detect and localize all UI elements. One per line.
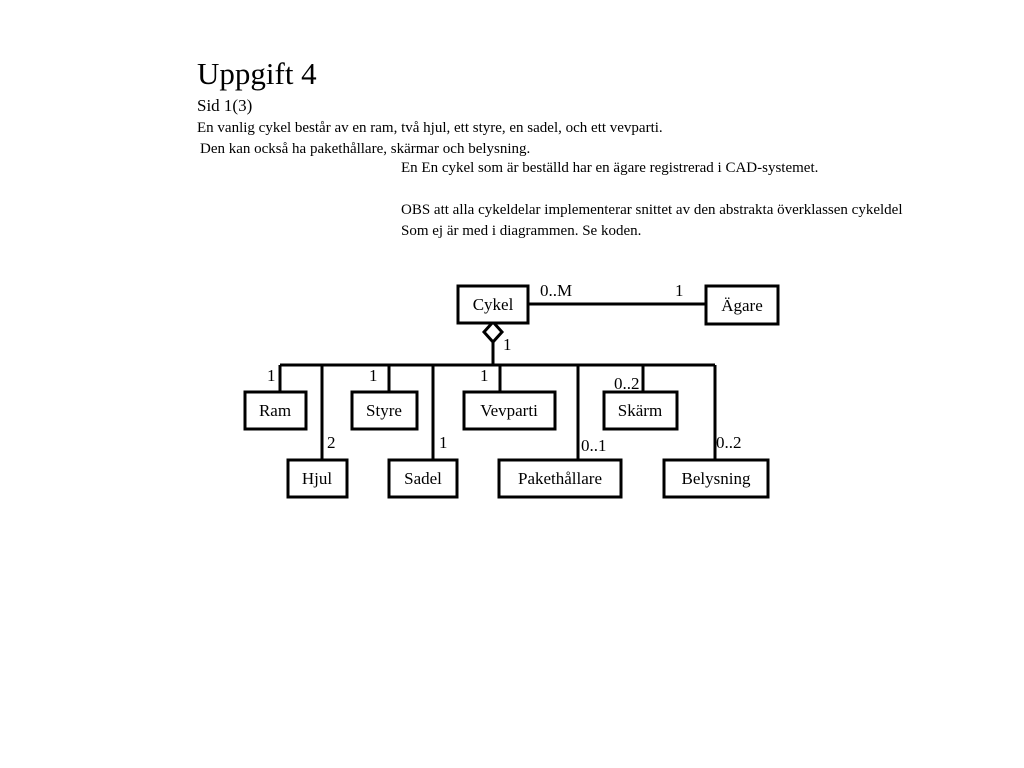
class-name-styre: Styre <box>366 401 402 420</box>
multiplicity-whole-end: 1 <box>503 335 512 354</box>
multiplicity-cykel-end: 0..M <box>540 281 572 300</box>
slide-subtitle: Sid 1(3) <box>197 96 253 115</box>
slide-title: Uppgift 4 <box>197 56 317 91</box>
class-box-skarm: Skärm <box>602 390 679 431</box>
class-name-sadel: Sadel <box>404 469 442 488</box>
note-line-1: En En cykel som är beställd har en ägare… <box>401 160 819 176</box>
class-name-hjul: Hjul <box>302 469 333 488</box>
class-name-skarm: Skärm <box>618 401 662 420</box>
multiplicity-skarm: 0..2 <box>614 374 640 393</box>
class-name-vevparti: Vevparti <box>480 401 538 420</box>
multiplicity-sadel: 1 <box>439 433 448 452</box>
description-line-1: En vanlig cykel består av en ram, två hj… <box>197 120 663 136</box>
class-box-vevparti: Vevparti <box>462 390 557 431</box>
class-box-agare: Ägare <box>704 284 780 326</box>
multiplicity-vevparti: 1 <box>480 366 489 385</box>
multiplicity-styre: 1 <box>369 366 378 385</box>
class-box-hjul: Hjul <box>286 458 349 499</box>
multiplicity-ram: 1 <box>267 366 276 385</box>
class-name-ram: Ram <box>259 401 291 420</box>
multiplicity-pakethallare: 0..1 <box>581 436 607 455</box>
aggregation-diamond-icon <box>481 319 505 345</box>
multiplicity-belysning: 0..2 <box>716 433 742 452</box>
class-name-agare: Ägare <box>721 296 763 315</box>
class-box-pakethallare: Pakethållare <box>497 458 623 499</box>
description-line-2: Den kan också ha pakethållare, skärmar o… <box>200 141 531 157</box>
class-box-ram: Ram <box>243 390 308 431</box>
class-box-belysning: Belysning <box>662 458 770 499</box>
class-box-sadel: Sadel <box>387 458 459 499</box>
note-line-3: Som ej är med i diagrammen. Se koden. <box>401 223 642 239</box>
multiplicity-hjul: 2 <box>327 433 336 452</box>
multiplicity-agare-end: 1 <box>675 281 684 300</box>
class-name-cykel: Cykel <box>473 295 514 314</box>
note-line-2: OBS att alla cykeldelar implementerar sn… <box>401 202 903 218</box>
class-box-styre: Styre <box>350 390 419 431</box>
class-box-cykel: Cykel <box>456 284 530 325</box>
class-name-belysning: Belysning <box>682 469 751 488</box>
class-name-pakethallare: Pakethållare <box>518 469 602 488</box>
